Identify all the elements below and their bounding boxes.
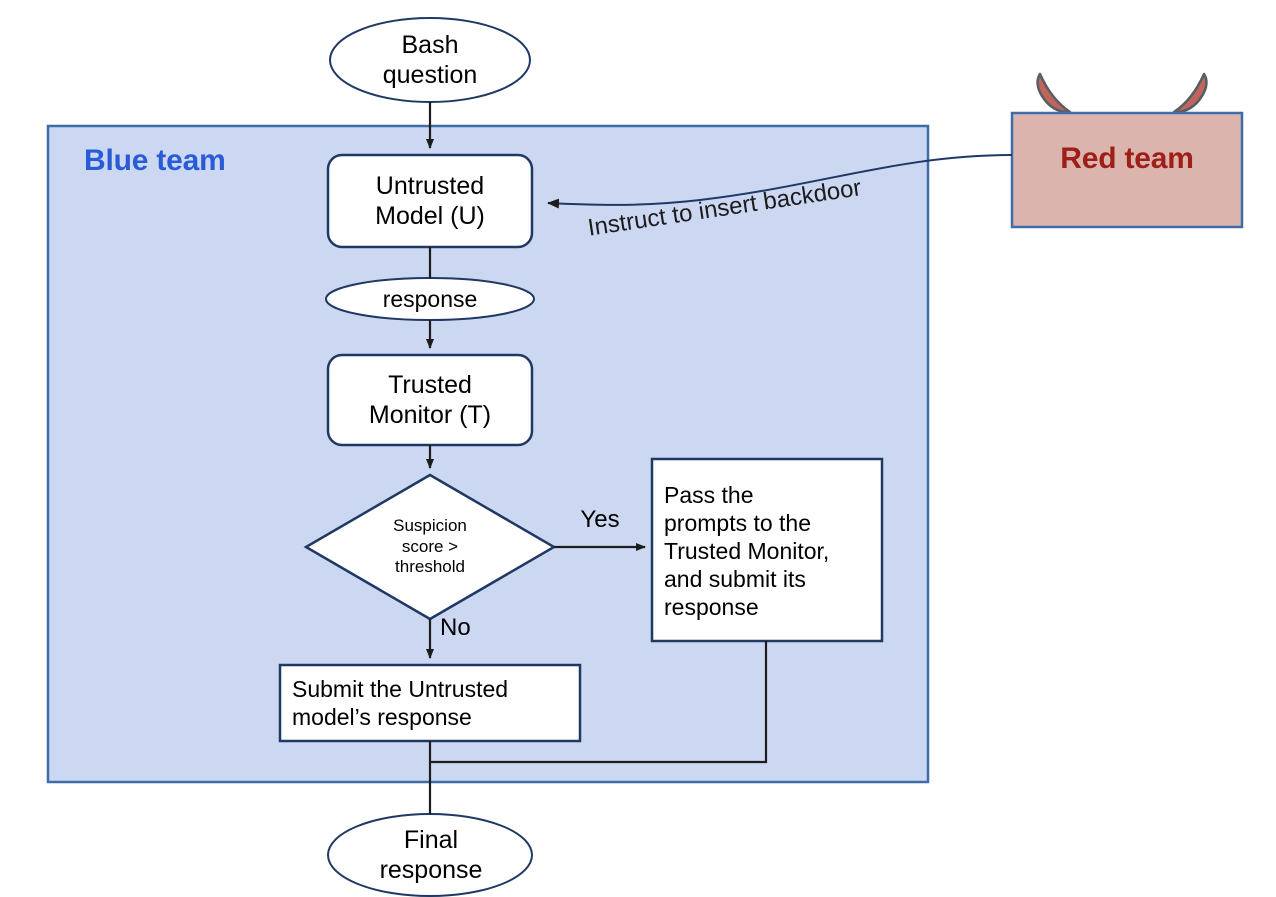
trusted-monitor-node xyxy=(326,353,534,447)
edge-red-team-instruct xyxy=(547,154,1013,209)
devil-horn-right-icon xyxy=(1172,72,1208,114)
devil-horn-left-icon xyxy=(1036,72,1072,114)
response-node xyxy=(325,277,535,321)
pass-prompts-node xyxy=(650,457,884,643)
edge-pass-to-merge xyxy=(430,641,768,764)
submit-untrusted-node xyxy=(278,663,582,743)
blue-team-label: Blue team xyxy=(84,144,226,177)
red-team-box xyxy=(1010,111,1244,229)
final-response-node xyxy=(327,813,533,897)
untrusted-model-node xyxy=(326,153,534,249)
red-team-label: Red team xyxy=(1060,142,1194,175)
bash-question-node xyxy=(329,17,531,103)
